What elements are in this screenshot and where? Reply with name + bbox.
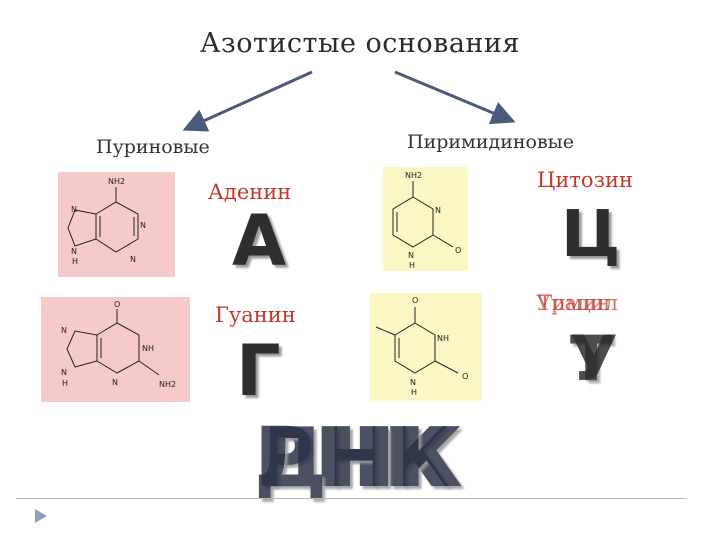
adenine-atom-n2: N: [140, 221, 146, 230]
cytosine-letter: Ц: [561, 198, 621, 272]
thymine-atom-o1: O: [412, 296, 418, 305]
cytosine-atom-n2: N: [408, 251, 414, 260]
cytosine-atom-nh2: NH2: [405, 171, 422, 180]
dna-label: ДНК: [254, 411, 463, 506]
guanine-atom-o: O: [114, 300, 120, 309]
footer-divider: [16, 498, 686, 499]
adenine-structure: NH2 N N N N H: [58, 172, 175, 277]
arrow-to-purines: [182, 70, 313, 132]
guanine-atom-n1: N: [61, 326, 67, 335]
arrow-to-pyrimidines: [394, 70, 516, 125]
thymine-atom-h: H: [411, 388, 417, 397]
adenine-atom-n1: N: [71, 205, 77, 214]
adenine-atom-h: H: [72, 257, 78, 266]
guanine-structure: O N NH N N H NH2: [41, 297, 190, 402]
thymine-structure: O NH N H O: [370, 293, 482, 401]
page-title: Азотистые основания: [200, 28, 520, 59]
thymine-atom-o2: O: [462, 372, 468, 381]
pyrimidines-label: Пиримидиновые: [407, 131, 575, 153]
thymine-atom-n: N: [410, 378, 416, 387]
guanine-letter: Г: [236, 330, 281, 412]
purines-label: Пуриновые: [96, 136, 210, 158]
adenine-letter: А: [232, 200, 287, 282]
uracil-name: Урацил: [536, 291, 618, 315]
guanine-atom-nh2: NH2: [159, 380, 176, 389]
guanine-atom-nh: NH: [142, 344, 154, 353]
thymine-letter: Т: [570, 322, 613, 395]
adenine-atom-nh2: NH2: [108, 177, 125, 186]
adenine-atom-n4: N: [71, 247, 77, 256]
thymine-atom-nh: NH: [437, 334, 449, 343]
triangle-bullet-icon: [35, 509, 47, 523]
uracil-letter: У: [570, 322, 618, 395]
adenine-name: Аденин: [208, 180, 292, 204]
guanine-atom-n3: N: [61, 368, 67, 377]
cytosine-structure: NH2 N N H O: [383, 167, 468, 271]
guanine-atom-n2: N: [112, 378, 118, 387]
cytosine-atom-o: O: [455, 246, 461, 255]
thymine-name: Тимин: [538, 291, 611, 315]
cytosine-atom-h: H: [409, 261, 415, 270]
rna-label: РНК: [254, 411, 450, 506]
cytosine-name: Цитозин: [537, 168, 634, 192]
guanine-atom-h: H: [62, 379, 68, 388]
adenine-atom-n3: N: [130, 255, 136, 264]
cytosine-atom-n1: N: [435, 206, 441, 215]
guanine-name: Гуанин: [215, 303, 296, 327]
